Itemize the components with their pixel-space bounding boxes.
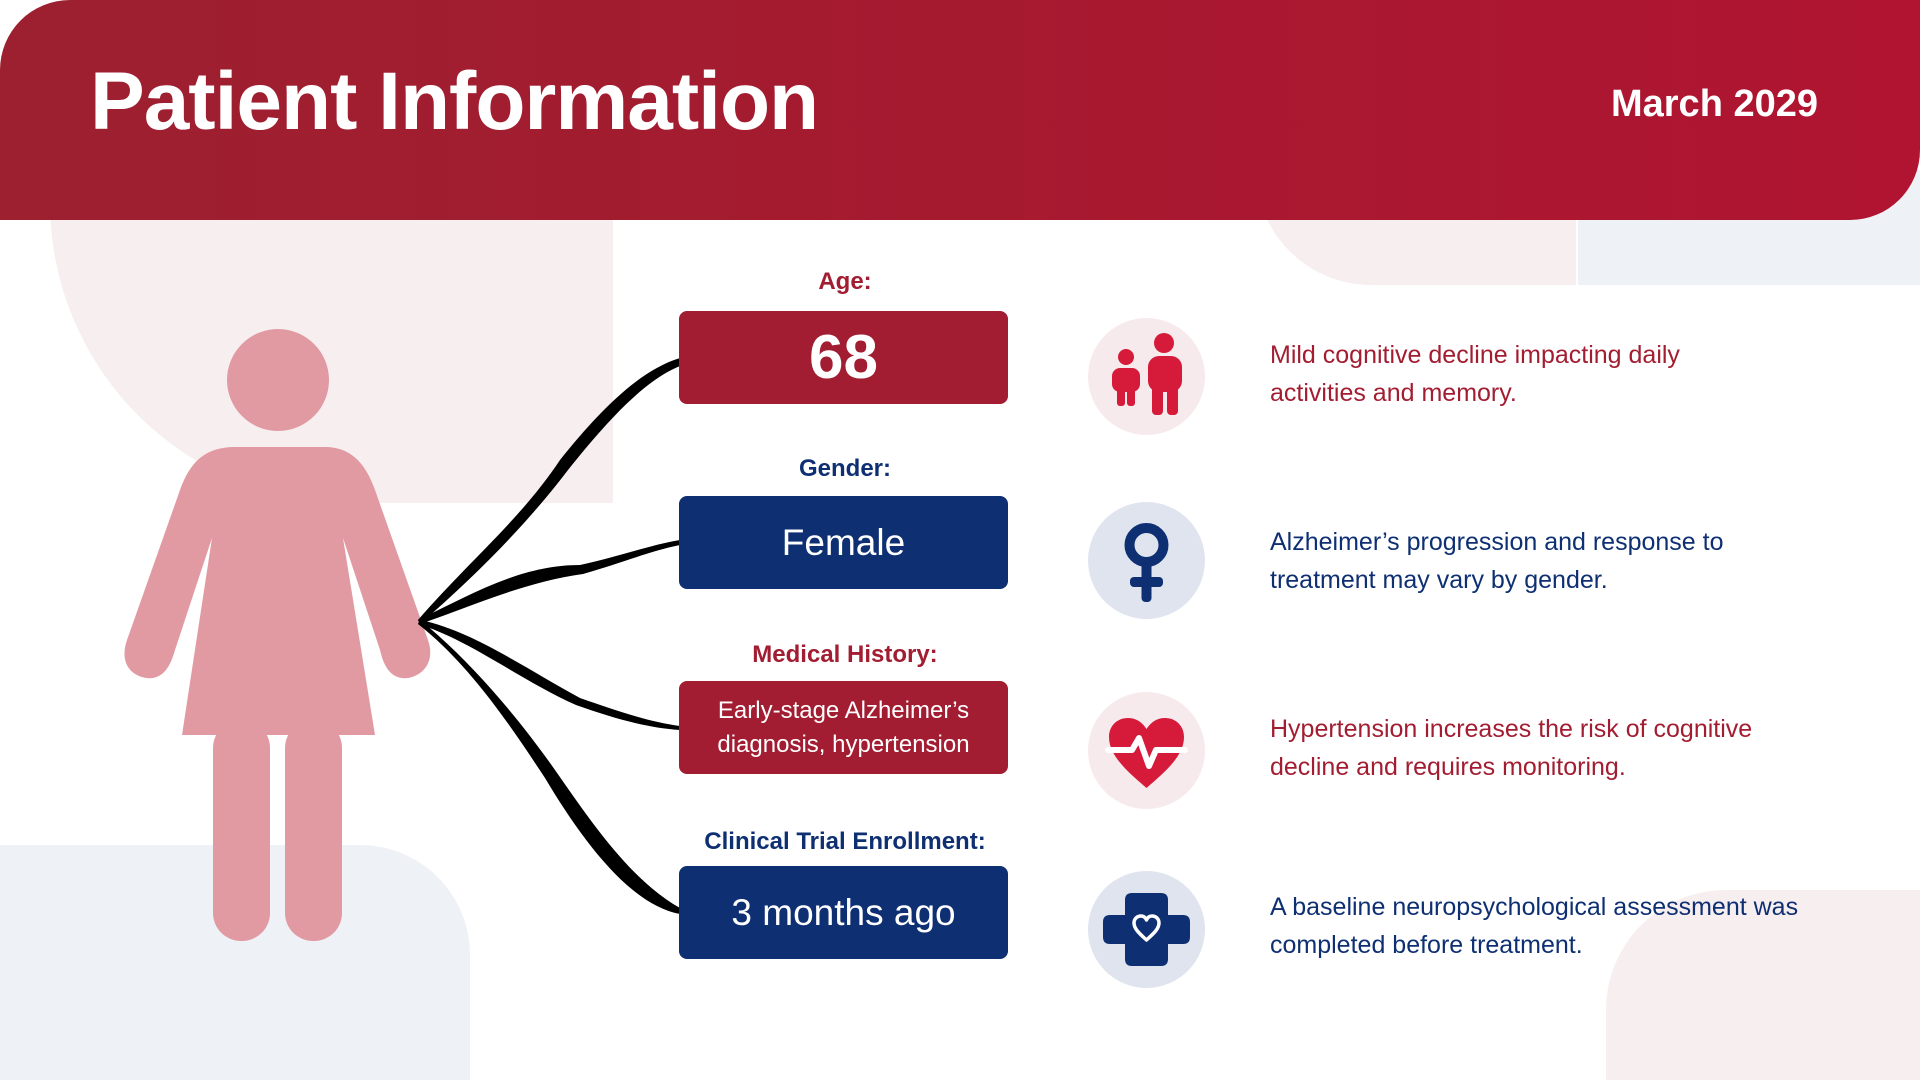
field-label-enrollment: Clinical Trial Enrollment: — [704, 828, 986, 855]
gender-value: Female — [781, 521, 906, 563]
female-symbol-icon — [1088, 502, 1205, 619]
enrollment-value-box: 3 months ago — [679, 866, 1008, 959]
heartbeat-icon — [1088, 692, 1205, 809]
note-text-3: Hypertension increases the risk of cogni… — [1270, 715, 1753, 781]
medical-history-value: Early-stage Alzheimer’s diagnosis, hyper… — [717, 696, 970, 758]
age-value: 68 — [809, 323, 878, 392]
gender-value-box: Female — [679, 496, 1008, 589]
medical-history-value-box: Early-stage Alzheimer’s diagnosis, hyper… — [679, 681, 1008, 774]
date-label: March 2029 — [1610, 83, 1818, 125]
field-label-age: Age: — [818, 268, 872, 295]
background-shape — [1606, 890, 1920, 1080]
age-value-box: 68 — [679, 311, 1008, 404]
note-text-1: Mild cognitive decline impacting daily a… — [1270, 341, 1680, 407]
page-title: Patient Information — [90, 56, 819, 147]
header-banner: Patient Information March 2029 — [0, 0, 1920, 220]
medical-cross-heart-icon — [1088, 871, 1205, 988]
note-text-2: Alzheimer’s progression and response to … — [1270, 528, 1724, 594]
field-label-gender: Gender: — [798, 455, 891, 482]
field-label-medical-history: Medical History: — [752, 641, 938, 668]
note-text-4: A baseline neuropsychological assessment… — [1270, 893, 1799, 959]
enrollment-value: 3 months ago — [731, 891, 956, 933]
family-icon — [1088, 318, 1205, 435]
